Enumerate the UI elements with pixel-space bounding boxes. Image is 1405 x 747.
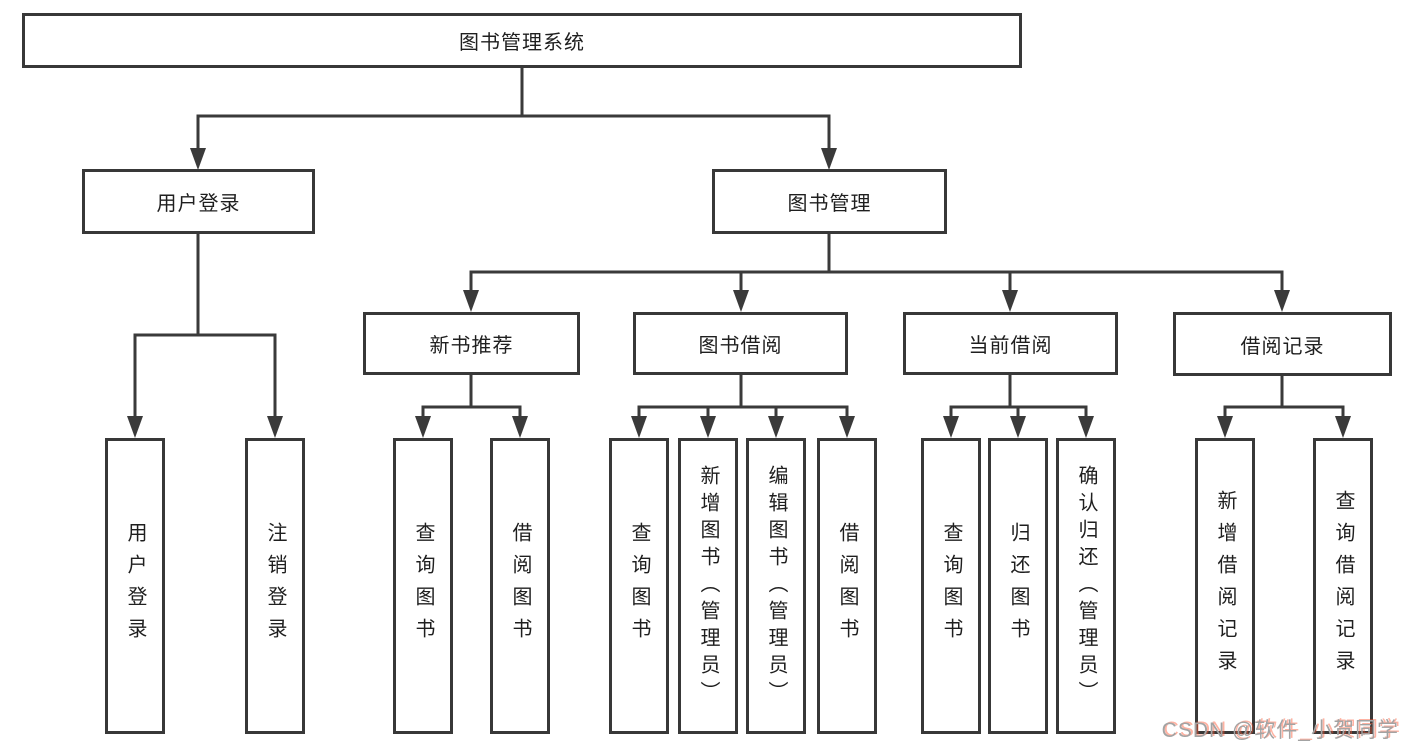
node-new-book-recommend: 新书推荐 <box>363 312 580 375</box>
node-book-borrowing-label: 图书借阅 <box>698 335 783 357</box>
node-borrowing-records: 借阅记录 <box>1173 312 1392 376</box>
leaf-return-book: 归还图书 <box>988 438 1048 734</box>
leaf-edit-book-admin: 编辑图书（管理员） <box>746 438 806 734</box>
leaf-logout: 注销登录 <box>245 438 305 734</box>
leaf-borrow-books-recommend: 借阅图书 <box>490 438 550 734</box>
leaf-query-books-recommend: 查询图书 <box>393 438 453 734</box>
leaf-borrow-books-label: 借阅图书 <box>836 522 858 650</box>
leaf-query-borrow-record: 查询借阅记录 <box>1313 438 1373 734</box>
node-book-management: 图书管理 <box>712 169 947 234</box>
leaf-borrow-books: 借阅图书 <box>817 438 877 734</box>
leaf-return-book-label: 归还图书 <box>1007 522 1029 650</box>
arrowheads <box>127 148 1351 438</box>
leaf-edit-book-admin-label: 编辑图书（管理员） <box>765 464 787 708</box>
leaf-add-book-admin-label: 新增图书（管理员） <box>697 464 719 708</box>
leaf-query-books-borrow: 查询图书 <box>609 438 669 734</box>
leaf-query-books-current: 查询图书 <box>921 438 981 734</box>
node-root-system: 图书管理系统 <box>22 13 1022 68</box>
leaf-add-borrow-record: 新增借阅记录 <box>1195 438 1255 734</box>
node-user-login-label: 用户登录 <box>156 193 241 215</box>
leaf-logout-label: 注销登录 <box>264 522 286 650</box>
leaf-add-book-admin: 新增图书（管理员） <box>678 438 738 734</box>
node-new-book-recommend-label: 新书推荐 <box>429 335 514 357</box>
leaf-add-borrow-record-label: 新增借阅记录 <box>1214 490 1236 682</box>
node-root-system-label: 图书管理系统 <box>459 32 585 54</box>
leaf-query-books-recommend-label: 查询图书 <box>412 522 434 650</box>
leaf-query-books-current-label: 查询图书 <box>940 522 962 650</box>
leaf-user-login: 用户登录 <box>105 438 165 734</box>
leaf-user-login-label: 用户登录 <box>124 522 146 650</box>
node-book-management-label: 图书管理 <box>787 193 872 215</box>
leaf-query-books-borrow-label: 查询图书 <box>628 522 650 650</box>
leaf-confirm-return-admin-label: 确认归还（管理员） <box>1075 464 1097 708</box>
node-current-borrowing: 当前借阅 <box>903 312 1118 375</box>
node-user-login: 用户登录 <box>82 169 315 234</box>
leaf-query-borrow-record-label: 查询借阅记录 <box>1332 490 1354 682</box>
leaf-confirm-return-admin: 确认归还（管理员） <box>1056 438 1116 734</box>
node-current-borrowing-label: 当前借阅 <box>968 335 1053 357</box>
leaf-borrow-books-recommend-label: 借阅图书 <box>509 522 531 650</box>
node-borrowing-records-label: 借阅记录 <box>1240 335 1325 358</box>
node-book-borrowing: 图书借阅 <box>633 312 848 375</box>
